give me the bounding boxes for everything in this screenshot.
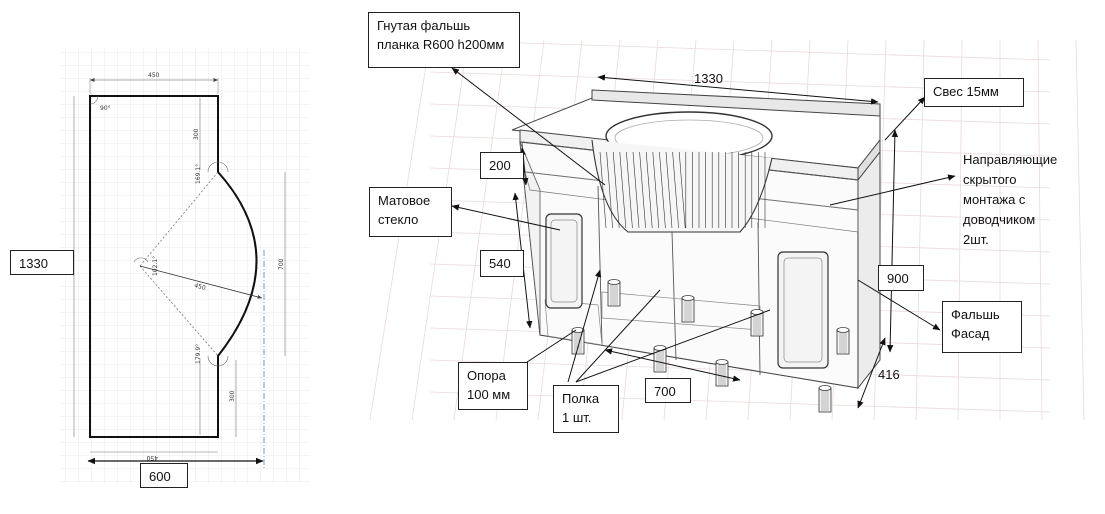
shelf-callout: Полка 1 шт. — [553, 385, 619, 433]
cabinet-3d-view — [369, 39, 1085, 421]
construction-lines — [139, 171, 219, 357]
dim-upper-depth: 300 — [193, 128, 200, 140]
plan-grid — [60, 48, 310, 484]
overhang-callout: Свес 15мм — [924, 78, 1024, 107]
plan-view: 450 90° 300 169.1° 700 102.1° 450 179.9°… — [60, 48, 310, 484]
dim-angle-center: 102.1° — [152, 256, 159, 276]
inner-width-label: 700 — [645, 378, 691, 403]
depth-label-3d: 416 — [878, 367, 900, 382]
dim-angle-upper: 169.1° — [195, 164, 202, 184]
curved-panel-callout: Гнутая фальшь планка R600 h200мм — [368, 12, 520, 68]
countertop-outline — [89, 95, 258, 438]
dim-angle-lower: 179.9° — [195, 344, 202, 364]
plan-depth-label: 600 — [140, 463, 188, 488]
dim-top-width: 450 — [148, 72, 160, 79]
door-height-label: 540 — [480, 250, 524, 277]
cabinet-side — [857, 150, 881, 390]
slides-note: Направляющие скрытого монтажа с доводчик… — [963, 152, 1058, 247]
radius-line — [139, 265, 263, 299]
leg-callout: Опора 100 мм — [458, 362, 528, 410]
plan-length-label: 1330 — [10, 250, 74, 275]
glass-insert-right — [777, 251, 829, 369]
dim-lower-depth: 300 — [229, 390, 236, 402]
false-front-callout: Фальшь Фасад — [942, 301, 1022, 353]
dim-arc-height: 700 — [278, 258, 285, 270]
matte-glass-callout: Матовое стекло — [369, 187, 452, 237]
dim-angle-corner: 90° — [100, 105, 111, 112]
dim-radius: 450 — [193, 282, 206, 292]
dim-bottom-width: 450 — [146, 454, 158, 461]
glass-insert-left — [545, 213, 583, 309]
total-height-label: 900 — [878, 265, 924, 291]
leader-lines — [451, 67, 956, 409]
width-label-3d: 1330 — [694, 71, 723, 86]
panel-slats — [599, 151, 766, 229]
drawer-height-label: 200 — [480, 152, 524, 179]
